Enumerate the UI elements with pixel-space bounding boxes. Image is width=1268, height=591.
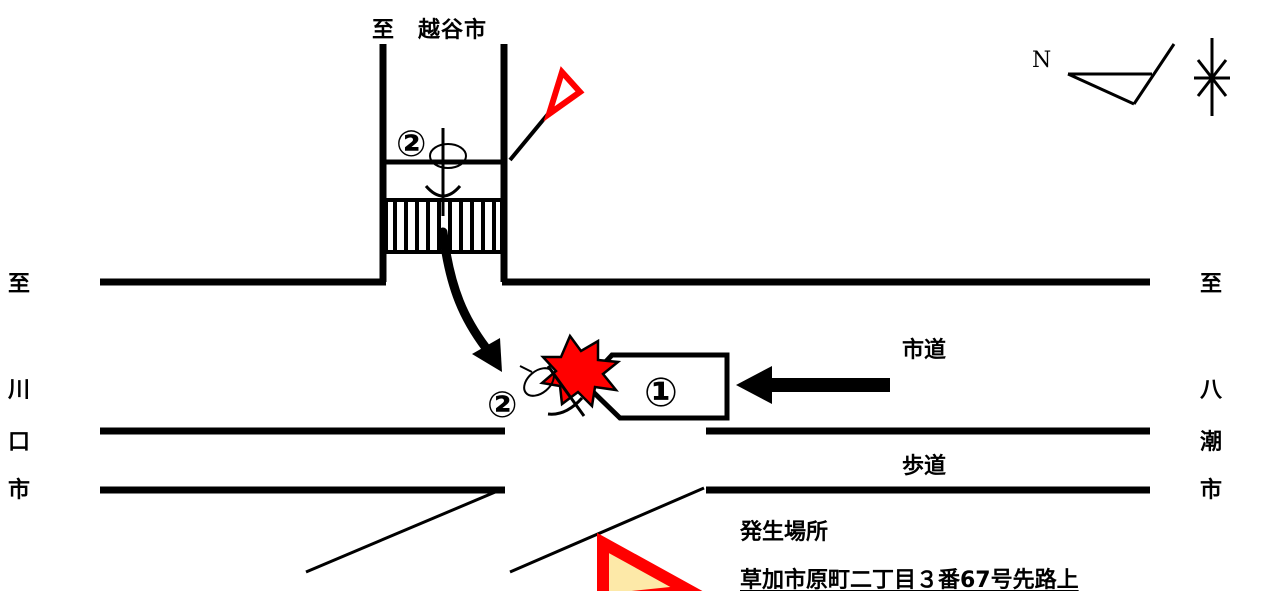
pedestrian-after-marker: ② <box>487 385 517 426</box>
city-road-label: 市道 <box>902 338 947 363</box>
west-city-char: 市 <box>7 478 30 503</box>
east-direction-to: 至 <box>1199 272 1222 297</box>
compass-north-icon <box>1067 38 1230 116</box>
east-city-char: 八 <box>1199 378 1222 403</box>
fallen-bicycle-icon <box>519 365 586 417</box>
bicycle-icon <box>424 128 467 216</box>
west-city-char: 口 <box>7 430 30 455</box>
vehicle-marker: ① <box>644 370 678 416</box>
collision-burst-icon <box>539 333 622 409</box>
west-direction-to: 至 <box>7 272 30 297</box>
east-city-char: 潮 <box>1199 430 1222 455</box>
trajectory-arrow <box>438 227 502 372</box>
vehicle-direction-arrow <box>736 366 890 404</box>
branch-road-right <box>509 486 705 574</box>
west-city-char: 川 <box>7 378 30 403</box>
warning-triangle-icon-bottom <box>597 532 703 591</box>
warning-triangle-icon <box>508 66 585 162</box>
east-city-char: 市 <box>1199 478 1222 503</box>
compass-north-label: N <box>1032 48 1052 73</box>
location-title: 発生場所 <box>740 520 829 545</box>
direction-label-north: 至 越谷市 <box>372 18 488 43</box>
pedestrian-before-marker: ② <box>396 124 426 165</box>
location-address: 草加市原町二丁目３番67号先路上 <box>740 568 1079 591</box>
sidewalk-label: 歩道 <box>902 454 947 479</box>
branch-road-left <box>305 488 501 574</box>
